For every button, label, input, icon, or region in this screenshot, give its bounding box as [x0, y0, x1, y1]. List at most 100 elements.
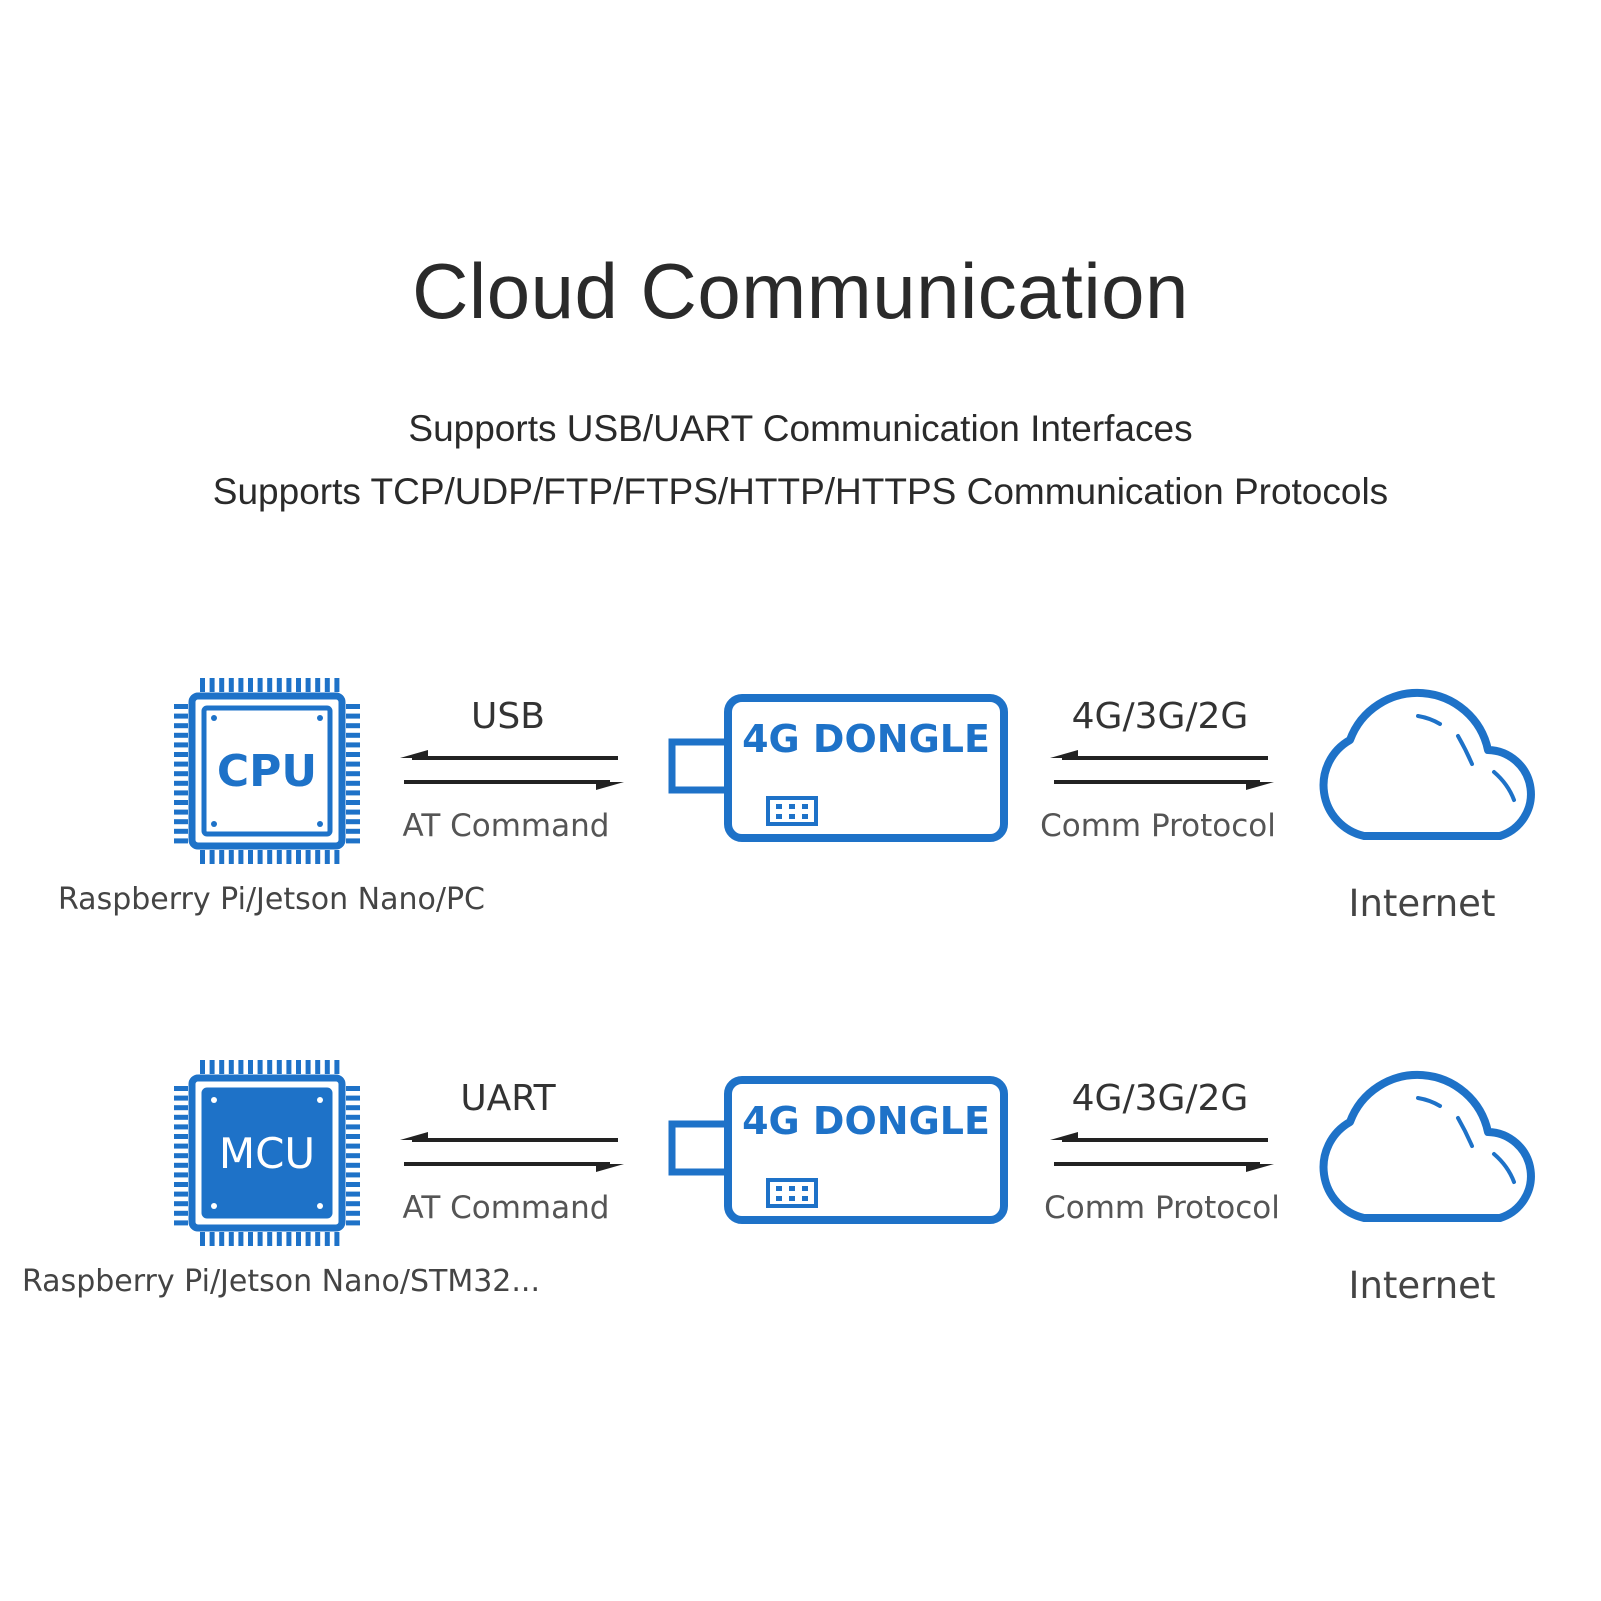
chip-pin [346, 809, 360, 815]
chip-pin [174, 1143, 188, 1149]
chip-pin [346, 780, 360, 786]
chip-pin [286, 1060, 292, 1074]
net-top-label: 4G/3G/2G [1071, 1078, 1249, 1119]
chip-pin [174, 1153, 188, 1159]
chip-pin [219, 678, 225, 692]
chip-pin [257, 850, 263, 864]
chip-pin [174, 780, 188, 786]
chip-pin [276, 1060, 282, 1074]
chip-pin [315, 850, 321, 864]
chip-pin [286, 850, 292, 864]
chip-pin [174, 1134, 188, 1139]
chip-pin [346, 1172, 360, 1178]
chip-pin [334, 850, 340, 864]
subtitle-protocols: Supports TCP/UDP/FTP/FTPS/HTTP/HTTPS Com… [212, 471, 1389, 512]
chip-pin [238, 1232, 244, 1246]
chip-pin [315, 1060, 321, 1074]
chip-pin [174, 742, 188, 748]
chip-pin [324, 678, 330, 692]
chip-pin [257, 1060, 263, 1074]
chip-pin [346, 1124, 360, 1130]
chip-pin [267, 1060, 273, 1074]
chip-pin [324, 850, 330, 864]
bidirectional-arrow-icon [1050, 1132, 1274, 1172]
chip-pin [296, 1060, 301, 1074]
chip-pin [219, 1060, 225, 1074]
device-label: Raspberry Pi/Jetson Nano/STM32... [22, 1264, 540, 1299]
chip-pin [346, 1114, 360, 1120]
chip-pin [248, 850, 253, 864]
chip-pin [276, 678, 282, 692]
mcu-chip-icon: MCU [174, 1060, 360, 1246]
chip-pin [248, 678, 253, 692]
chip-pin [305, 1060, 311, 1074]
dongle-label: 4G DONGLE [742, 717, 990, 761]
chip-pin [174, 771, 188, 777]
chip-pin [209, 1060, 215, 1074]
chip-pin [174, 713, 188, 719]
link-bottom-label: AT Command [402, 1190, 610, 1226]
page-title: Cloud Communication [412, 247, 1189, 335]
chip-pin [174, 1191, 188, 1197]
chip-pin [174, 790, 188, 796]
link-top-label: UART [460, 1078, 556, 1119]
chip-pin [267, 1232, 273, 1246]
chip-pin [346, 704, 360, 709]
chip-pin [346, 1143, 360, 1149]
cloud-icon [1319, 688, 1535, 840]
chip-pin [305, 1232, 311, 1246]
chip-pin [346, 1182, 360, 1187]
chip-pin [174, 838, 188, 844]
chip-pin [174, 1162, 188, 1168]
chip-pin [174, 732, 188, 738]
chip-pin [286, 678, 292, 692]
chip-pin [238, 850, 244, 864]
chip-pin [238, 678, 244, 692]
dongle-label: 4G DONGLE [742, 1099, 990, 1143]
chip-pin [174, 1210, 188, 1216]
net-bottom-label: Comm Protocol [1044, 1190, 1280, 1226]
chip-pin [174, 1220, 188, 1226]
chip-pin [174, 1201, 188, 1207]
chip-pin [174, 704, 188, 709]
chip-pin [346, 1095, 360, 1101]
chip-pin [346, 800, 360, 805]
internet-label: Internet [1348, 1264, 1496, 1307]
chip-pin [296, 678, 301, 692]
chip-pin [248, 1060, 253, 1074]
chip-pin [305, 678, 311, 692]
chip-pin [334, 1060, 340, 1074]
chip-pin [174, 809, 188, 815]
chip-pin [174, 752, 188, 757]
net-top-label: 4G/3G/2G [1071, 696, 1249, 737]
chip-pin [346, 1162, 360, 1168]
chip-pin [346, 1086, 360, 1091]
chip-pin [315, 678, 321, 692]
bidirectional-arrow-icon [400, 1132, 624, 1172]
chip-pin [334, 678, 340, 692]
chip-pin [228, 678, 234, 692]
chip-pin [346, 713, 360, 719]
chip-pin [209, 678, 215, 692]
chip-pin [286, 1232, 292, 1246]
chip-pin [174, 1182, 188, 1187]
chip-pin [296, 850, 301, 864]
subtitle-interfaces: Supports USB/UART Communication Interfac… [408, 408, 1193, 449]
chip-pin [219, 850, 225, 864]
chip-pin [346, 1201, 360, 1207]
net-bottom-label: Comm Protocol [1040, 808, 1276, 844]
chip-pin [346, 1134, 360, 1139]
chip-pin [334, 1232, 340, 1246]
chip-pin [174, 819, 188, 825]
chip-pin [228, 850, 234, 864]
chip-pin [324, 1060, 330, 1074]
internet-label: Internet [1348, 882, 1496, 925]
chip-pin [228, 1232, 234, 1246]
diagram-row-cpu: CPU Raspberry Pi/Jetson Nano/PC USB AT C… [0, 670, 1601, 970]
chip-pin [346, 1191, 360, 1197]
chip-pin [174, 1124, 188, 1130]
chip-pin [346, 752, 360, 757]
device-label: Raspberry Pi/Jetson Nano/PC [58, 882, 485, 917]
cloud-icon [1319, 1070, 1535, 1222]
chip-pin [315, 1232, 321, 1246]
